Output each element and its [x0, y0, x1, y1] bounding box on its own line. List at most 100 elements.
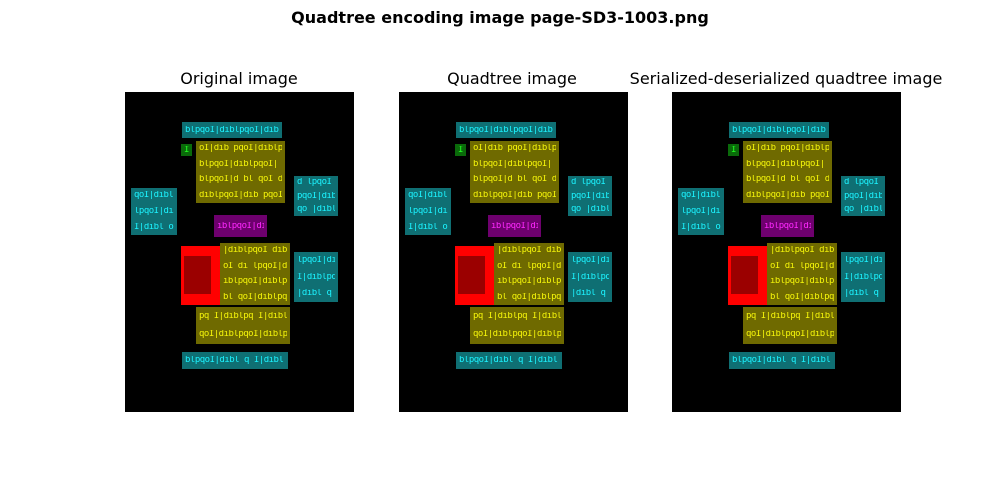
glyph-line: pqoI|dib [297, 191, 335, 201]
panel-title-quadtree: Quadtree image [447, 69, 577, 88]
magenta-text-region: iblpqoI|di [488, 215, 541, 237]
glyph-line: bl qoI|diblpqo [497, 292, 561, 302]
glyph-line: qoI|diblpqoI|diblp [473, 330, 561, 340]
red-figure-inner [184, 256, 211, 294]
glyph-line: d lpqoI [571, 178, 606, 188]
glyph-line: blpqoI|diblpqoI|dibl [732, 125, 826, 135]
glyph-line: blpqoI|dibl q I|dibl [459, 356, 558, 365]
glyph-line: I| [184, 145, 189, 155]
glyph-line: blpqoI|dibl q I|dibl [732, 356, 831, 365]
glyph-line: blpqoI|d bl qoI d [746, 175, 829, 185]
glyph-line: I|dibl o [134, 222, 174, 232]
glyph-line: qoI|diblp [134, 191, 174, 201]
glyph-line: oI|dib pqoI|diblp [746, 144, 829, 154]
glyph-line: |dibl q [571, 289, 606, 299]
green-text-region: I| [455, 144, 466, 156]
cyan-text-region: qoI|diblp lpqoI|di I|dibl o [131, 188, 177, 235]
glyph-line: blpqoI|d bl qoI d [199, 175, 282, 185]
cyan-text-region: qoI|diblp lpqoI|di I|dibl o [405, 188, 451, 235]
glyph-line: qoI|diblp [408, 191, 448, 201]
glyph-line: pq I|diblpq I|dibl [473, 311, 561, 321]
glyph-line: iblpqoI|di [764, 221, 811, 231]
glyph-line: I| [731, 145, 736, 155]
glyph-line: qoI|diblpqoI|diblp [746, 330, 834, 340]
glyph-line: iblpqoI|diblpq [770, 277, 834, 287]
glyph-line: I| [458, 145, 463, 155]
yellow-text-region: oI|dib pqoI|diblp blpqoI|diblpqoI|blpqoI… [743, 141, 832, 203]
yellow-text-region: oI|dib pqoI|diblp blpqoI|diblpqoI| blpqoI… [470, 141, 559, 203]
glyph-line: lpqoI|di [408, 207, 448, 216]
yellow-text-region: oI|dib pqoI|diblp blpqoI|diblpqoI| blpqoI… [196, 141, 285, 203]
glyph-line: lpqoI|di [134, 207, 174, 216]
glyph-line: qoI|diblp [681, 191, 721, 201]
glyph-line: iblpqoI|diblpq [223, 277, 287, 287]
glyph-line: blpqoI|diblpqoI|dibl [459, 125, 553, 135]
cyan-text-region: blpqoI|diblpqoI|dibl [456, 122, 556, 138]
glyph-line: oI di lpqoI|di [223, 261, 287, 271]
glyph-line: lpqoI|di [571, 255, 609, 265]
glyph-line: qo |dibl [571, 204, 609, 214]
glyph-line: oI|dib pqoI|diblp [199, 144, 282, 154]
magenta-text-region: iblpqoI|di [761, 215, 814, 237]
glyph-line: lpqoI|di [681, 207, 721, 216]
glyph-line: blpqoI|d bl qoI d [473, 175, 556, 185]
glyph-line: |diblpqoI dibl [223, 246, 287, 256]
yellow-text-region: pq I|diblpq I|dibl qoI|diblpqoI|diblp [743, 307, 837, 344]
panel-title-serialized: Serialized-deserialized quadtree image [629, 69, 943, 88]
glyph-line: bl qoI|diblpqo [223, 292, 287, 302]
cyan-text-region: blpqoI|diblpqoI|dibl [729, 122, 829, 138]
cyan-text-region: blpqoI|dibl q I|dibl [729, 352, 835, 369]
glyph-line: diblpqoI|dib pqoI [473, 190, 556, 200]
glyph-line: |diblpqoI dibl [497, 246, 561, 256]
glyph-line: pq I|diblpq I|dibl [199, 311, 287, 321]
cyan-text-region: blpqoI|dibl q I|dibl [456, 352, 562, 369]
glyph-line: blpqoI|dibl q I|dibl [185, 356, 284, 365]
glyph-line: bl qoI|diblpqo [770, 292, 834, 302]
green-text-region: I| [728, 144, 739, 156]
figure-title: Quadtree encoding image page-SD3-1003.pn… [291, 8, 709, 27]
glyph-line: oI|dib pqoI|diblp [473, 144, 556, 154]
glyph-line: oI di lpqoI|di [497, 261, 561, 271]
cyan-text-region: blpqoI|dibl q I|dibl [182, 352, 288, 369]
original-image-panel: blpqoI|diblpqoI|dibl oI|dib pqoI|diblp bl… [125, 92, 354, 412]
glyph-line: lpqoI|di [297, 255, 335, 265]
serialized-deserialized-image-panel: blpqoI|diblpqoI|dibl oI|dib pqoI|diblp bl… [672, 92, 901, 412]
glyph-line: diblpqoI|dib pqoI [746, 190, 829, 200]
glyph-line: pqoI|dib [571, 191, 609, 201]
glyph-line: iblpqoI|di [217, 221, 264, 231]
cyan-text-region: d lpqoI pqoI|dib qo |dibl [568, 176, 612, 216]
red-figure-block [181, 246, 220, 305]
red-figure-inner [731, 256, 758, 294]
quadtree-image-panel: blpqoI|diblpqoI|dibl oI|dib pqoI|diblp bl… [399, 92, 628, 412]
glyph-line: diblpqoI|dib pqoI [199, 190, 282, 200]
glyph-line: pqoI|dib [844, 191, 882, 201]
glyph-line: |dibl q [297, 289, 332, 299]
glyph-line: I|dibl o [681, 222, 721, 232]
red-figure-block [728, 246, 767, 305]
glyph-line: qo |dibl [297, 204, 335, 214]
yellow-text-region: pq I|diblpq I|dibl qoI|diblpqoI|diblp [470, 307, 564, 344]
glyph-line: blpqoI|diblpqoI|dibl [185, 125, 279, 135]
glyph-line: I|diblpq [571, 272, 609, 282]
red-figure-inner [458, 256, 485, 294]
glyph-line: lpqoI|di [844, 255, 882, 265]
magenta-text-region: iblpqoI|di [214, 215, 267, 237]
green-text-region: I| [181, 144, 192, 156]
glyph-line: I|diblpq [297, 272, 335, 282]
cyan-text-region: qoI|diblp lpqoI|di I|dibl o [678, 188, 724, 235]
yellow-text-region: |diblpqoI dibl oI di lpqoI|di iblpqoI|dibl… [220, 243, 290, 305]
glyph-line: pq I|diblpq I|dibl [746, 311, 834, 321]
glyph-line: qo |dibl [844, 204, 882, 214]
glyph-line: I|dibl o [408, 222, 448, 232]
glyph-line: blpqoI|diblpqoI| [199, 159, 278, 169]
glyph-line: iblpqoI|diblpq [497, 277, 561, 287]
glyph-line: blpqoI|diblpqoI| [473, 159, 552, 169]
glyph-line: iblpqoI|di [491, 221, 538, 231]
glyph-line: I|diblpq [844, 272, 882, 282]
